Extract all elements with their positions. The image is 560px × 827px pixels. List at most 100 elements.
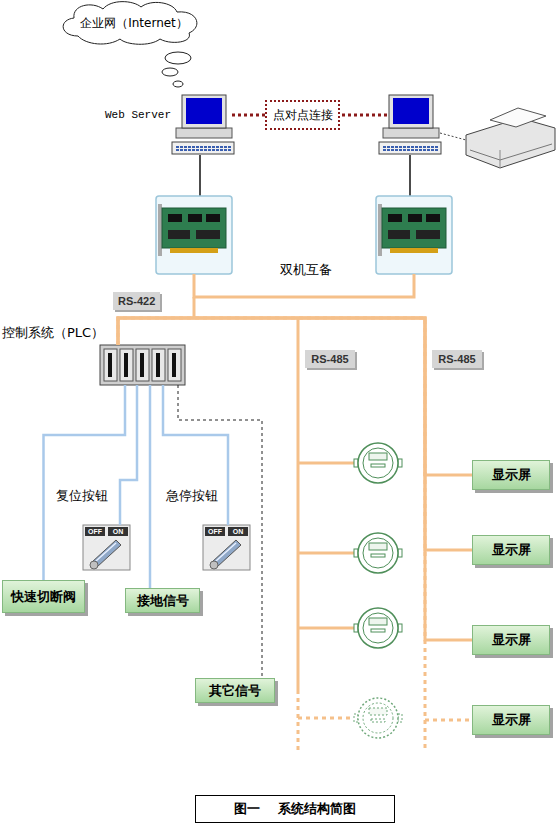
caption-text: 图一 系统结构简图 <box>234 800 356 818</box>
lever-highlight <box>216 543 236 561</box>
node-text: 显示屏 <box>492 466 531 484</box>
node-text: 急停按钮 <box>166 487 218 505</box>
meter-body <box>358 698 398 738</box>
link-box: 点对点连接 <box>265 100 340 130</box>
display-box: 显示屏 <box>472 535 550 565</box>
node-text: RS-485 <box>311 353 348 365</box>
computer-case <box>383 128 439 138</box>
printer-cable <box>440 133 466 140</box>
node-text: 企业网（Internet） <box>80 15 188 32</box>
meter-keys <box>371 629 385 632</box>
thought-bubble <box>165 52 191 64</box>
module-slot <box>172 353 176 377</box>
thought-bubble <box>162 68 178 76</box>
connector <box>163 385 228 525</box>
chip <box>206 214 220 222</box>
group-label: 双机互备 <box>280 261 332 279</box>
bus-line <box>298 552 356 555</box>
meter-display <box>369 708 387 715</box>
signal-box: 接地信号 <box>125 588 200 613</box>
plc-module <box>136 349 149 381</box>
meter-display <box>369 543 387 550</box>
card-frame <box>376 196 452 274</box>
switch-state: ON <box>228 527 248 536</box>
connector <box>149 385 152 588</box>
computer-icon <box>379 95 441 154</box>
switch-symbol <box>203 525 250 570</box>
bus-line <box>298 717 356 720</box>
node-text: 接地信号 <box>137 592 189 610</box>
bus-line <box>193 297 196 318</box>
node-text: RS-485 <box>438 353 475 365</box>
plc-node: 控制系统（PLC） <box>100 345 185 385</box>
connector <box>178 385 262 678</box>
computer-case <box>176 128 232 138</box>
serial-link <box>342 114 390 117</box>
node-text: 点对点连接 <box>273 107 333 124</box>
pcb <box>382 208 446 248</box>
display-box: 显示屏 <box>472 705 550 735</box>
display-box: 显示屏 <box>472 625 550 655</box>
switch-state: OFF <box>205 527 225 536</box>
bus-line <box>297 318 300 690</box>
keyboard <box>172 142 234 154</box>
printer-slot <box>470 144 552 160</box>
switch-indicator <box>228 527 248 536</box>
thought-bubble <box>173 81 183 87</box>
module-slot <box>124 353 128 377</box>
chip <box>426 214 440 222</box>
meter-keys <box>371 719 385 722</box>
module-slot <box>140 353 144 377</box>
interface-card <box>376 196 452 274</box>
meter-ring <box>363 538 393 568</box>
module-slot <box>108 353 112 377</box>
plc-module <box>120 349 133 381</box>
chip <box>408 214 422 222</box>
node-text: 其它信号 <box>209 682 261 700</box>
lever-highlight <box>96 543 116 561</box>
switch-panel <box>83 525 130 570</box>
meter-keys <box>371 464 385 467</box>
edge-connector <box>170 248 218 253</box>
keyboard <box>379 142 441 154</box>
node-text: 快速切断阀 <box>11 588 76 606</box>
connector <box>232 114 265 117</box>
cable <box>409 155 411 196</box>
bus-line <box>424 720 427 752</box>
meter-ring <box>363 703 393 733</box>
meter-lug <box>354 714 358 722</box>
rack-frame <box>100 345 185 385</box>
plc-module <box>104 349 117 381</box>
node-text: RS-422 <box>118 295 155 307</box>
caption-box: 图一 系统结构简图 <box>195 795 395 823</box>
computer-icon <box>172 95 234 154</box>
cloud-shape <box>63 2 197 87</box>
connector <box>120 385 137 525</box>
meter-symbol <box>354 533 402 573</box>
chip <box>416 230 440 239</box>
meter-keys <box>371 554 385 557</box>
switch-symbol <box>83 525 130 570</box>
plc-rack <box>100 345 185 385</box>
connector <box>118 318 472 550</box>
switch-knob <box>90 561 98 569</box>
plc-module <box>168 349 181 381</box>
node-text: 控制系统（PLC） <box>2 324 104 342</box>
meter-body <box>358 608 398 648</box>
meter-body <box>358 533 398 573</box>
monitor <box>182 95 226 128</box>
node-text: 显示屏 <box>492 631 531 649</box>
chip <box>388 230 410 239</box>
bus-line <box>298 627 356 630</box>
meter-ring <box>363 448 393 478</box>
node-text: 显示屏 <box>492 711 531 729</box>
card-bracket <box>378 204 382 256</box>
bus-tag: RS-485 <box>305 350 355 368</box>
cloud-outline <box>63 2 197 45</box>
node-text: 复位按钮 <box>56 487 108 505</box>
switch-indicator <box>108 527 128 536</box>
meter-ring <box>363 613 393 643</box>
bus-line <box>297 690 300 752</box>
paper-tray <box>490 108 546 127</box>
chip <box>196 230 220 239</box>
